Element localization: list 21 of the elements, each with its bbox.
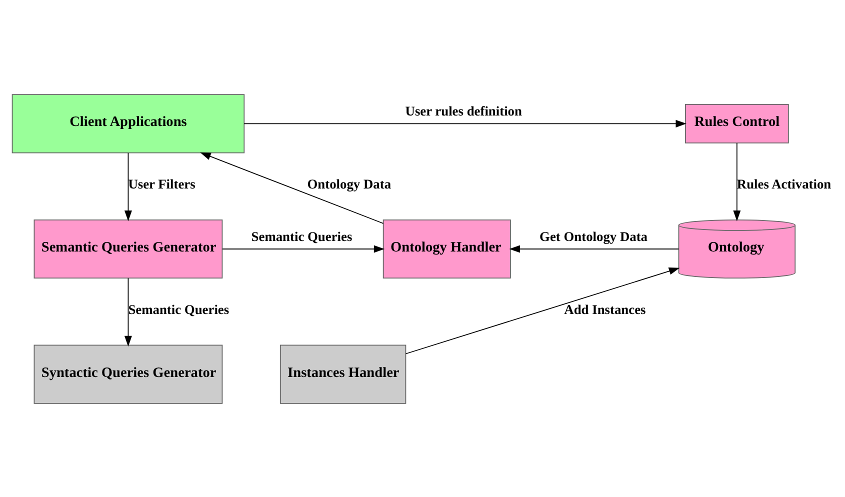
edge-label: Ontology Data [307, 176, 392, 192]
edge-label: Semantic Queries [128, 301, 230, 316]
node-box: Syntactic Queries Generator [34, 344, 223, 404]
arrow [405, 266, 680, 354]
arrow [200, 152, 384, 224]
node-box: Semantic Queries Generator [34, 218, 223, 278]
arrow [733, 142, 741, 221]
node-box: Instances Handler [280, 344, 406, 404]
arrow [124, 277, 132, 346]
edge-label: User Filters [128, 176, 196, 192]
arrow [124, 152, 132, 221]
node-box: Client Applications [12, 94, 245, 153]
arrow [222, 244, 385, 252]
edge-label: Semantic Queries [251, 228, 352, 244]
node-box: Rules Control [685, 103, 789, 143]
node-box: Ontology Handler [382, 218, 511, 278]
edge-label: Add Instances [564, 301, 646, 316]
arrow [509, 244, 680, 252]
arrow [244, 119, 686, 127]
edge-label: Get Ontology Data [540, 228, 648, 244]
edge-label: User rules definition [405, 103, 522, 118]
